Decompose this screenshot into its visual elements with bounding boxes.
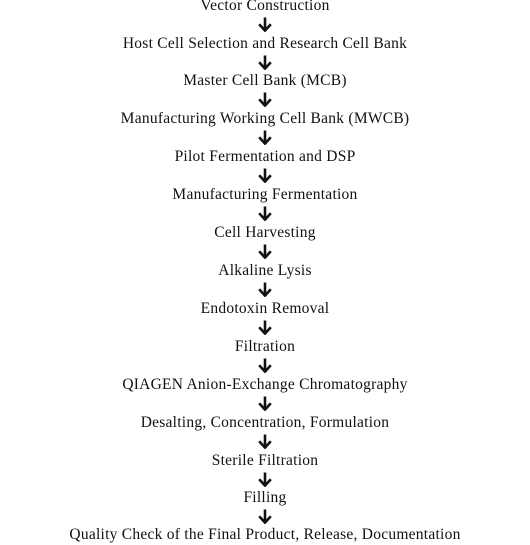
step-filling: Filling (243, 489, 287, 506)
down-arrow-icon (258, 244, 272, 259)
down-arrow-icon (258, 206, 272, 221)
step-vector-construction: Vector Construction (200, 0, 330, 14)
step-desalting-concentration-formulation: Desalting, Concentration, Formulation (140, 414, 390, 431)
step-pilot-fermentation: Pilot Fermentation and DSP (174, 148, 356, 165)
down-arrow-icon (258, 434, 272, 449)
step-cell-harvesting: Cell Harvesting (214, 224, 316, 241)
step-manufacturing-fermentation: Manufacturing Fermentation (172, 186, 358, 203)
step-host-cell-selection: Host Cell Selection and Research Cell Ba… (122, 35, 408, 52)
down-arrow-icon (258, 358, 272, 373)
down-arrow-icon (258, 320, 272, 335)
down-arrow-icon (258, 130, 272, 145)
step-quality-check-release-documentation: Quality Check of the Final Product, Rele… (69, 526, 461, 543)
step-master-cell-bank: Master Cell Bank (MCB) (183, 72, 347, 89)
step-anion-exchange-chromatography: QIAGEN Anion-Exchange Chromatography (122, 376, 408, 393)
step-sterile-filtration: Sterile Filtration (211, 452, 319, 469)
down-arrow-icon (258, 92, 272, 107)
step-alkaline-lysis: Alkaline Lysis (218, 262, 312, 279)
down-arrow-icon (258, 55, 272, 70)
down-arrow-icon (258, 472, 272, 487)
down-arrow-icon (258, 168, 272, 183)
down-arrow-icon (258, 396, 272, 411)
down-arrow-icon (258, 509, 272, 524)
step-manufacturing-working-cell-bank: Manufacturing Working Cell Bank (MWCB) (120, 110, 410, 127)
step-filtration: Filtration (234, 338, 296, 355)
down-arrow-icon (258, 17, 272, 32)
down-arrow-icon (258, 282, 272, 297)
step-endotoxin-removal: Endotoxin Removal (200, 300, 330, 317)
